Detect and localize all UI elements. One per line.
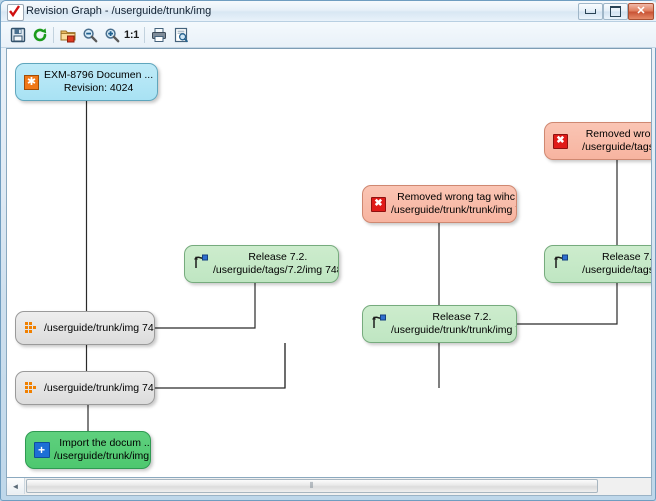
graph-node-label: /userguide/trunk/img 746 <box>44 381 155 395</box>
scrollbar-thumb[interactable]: ⦀ <box>26 479 598 493</box>
added-plus-icon: + <box>33 442 50 458</box>
graph-node-line2: /userguide/trunk/img 2 <box>54 450 151 462</box>
graph-node-line2: /userguide/tags/7.2/img 748 <box>213 264 339 276</box>
graph-node-label: Release 7.2./userguide/trunk/trunk/img 7… <box>391 311 516 337</box>
scrollbar-grip-icon: ⦀ <box>309 481 315 490</box>
close-icon: ✕ <box>636 5 646 17</box>
modified-star-icon: ✱ <box>24 74 39 90</box>
graph-node-line1: Release 7.2. <box>248 251 308 263</box>
graph-node-release-tags-748[interactable]: Release 7.2./userguide/tags/7.2/img 748 <box>184 245 339 283</box>
graph-node-line1: /userguide/trunk/img 747 <box>44 321 155 334</box>
zoom-in-button[interactable] <box>103 26 121 44</box>
save-button[interactable] <box>9 26 27 44</box>
scroll-left-arrow-icon[interactable]: ◄ <box>7 478 25 494</box>
modified-dots-icon <box>25 382 38 394</box>
close-button[interactable]: ✕ <box>628 3 654 20</box>
graph-node-line1: Removed wrong tru <box>585 128 651 140</box>
graph-node-release-trunk-747[interactable]: Release 7.2./userguide/trunk/trunk/img 7… <box>362 305 517 343</box>
graph-node-label: Import the docum .../userguide/trunk/img… <box>54 437 151 463</box>
maximize-icon <box>604 4 627 19</box>
refresh-button[interactable] <box>31 26 49 44</box>
graph-node-line1: /userguide/trunk/img 746 <box>44 381 155 394</box>
graph-node-deleted-tags-clipped[interactable]: ✖ Removed wrong tru/userguide/tags/7.2/tr <box>544 122 651 160</box>
graph-node-line2: /userguide/trunk/trunk/img 749 <box>391 204 516 216</box>
graph-node-line2: Revision: 4024 <box>63 82 134 94</box>
refresh-icon <box>33 28 47 42</box>
graph-node-line1: EXM-8796 Documen ... <box>44 69 154 81</box>
graph-node-label: EXM-8796 Documen ...Revision: 4024 <box>44 69 157 95</box>
zoom-reset-button[interactable]: 1:1 <box>124 29 139 41</box>
deleted-x-icon: ✖ <box>371 196 386 212</box>
minimize-icon <box>579 4 602 19</box>
deleted-x-icon: ✖ <box>553 133 568 149</box>
graph-node-line1: Removed wrong tag wihc ... <box>397 191 517 203</box>
toolbar: 1:1 <box>1 22 656 48</box>
graph-node-line2: /userguide/trunk/trunk/img 747 <box>391 324 516 336</box>
horizontal-scrollbar[interactable]: ◄ ⦀ <box>6 478 652 496</box>
modified-dots-icon <box>25 322 38 334</box>
filter-button[interactable] <box>59 26 77 44</box>
tortoisesvn-check-icon <box>7 4 24 21</box>
zoom-out-button[interactable] <box>81 26 99 44</box>
title-bar: Revision Graph - /userguide/trunk/img ✕ <box>1 1 656 22</box>
minimize-button[interactable] <box>578 3 603 20</box>
graph-node-label: /userguide/trunk/img 747 <box>44 321 155 335</box>
graph-node-head-revision[interactable]: ✱ EXM-8796 Documen ...Revision: 4024 <box>15 63 158 101</box>
folder-filter-icon <box>60 30 76 43</box>
print-button[interactable] <box>150 26 168 44</box>
graph-node-line2: /userguide/tags/7.2/tr <box>582 264 651 276</box>
print-preview-button[interactable] <box>172 26 190 44</box>
zoom-out-icon <box>83 28 98 43</box>
graph-node-release-tags-clipped[interactable]: Release 7.2./userguide/tags/7.2/tr <box>544 245 652 283</box>
graph-node-line2: /userguide/tags/7.2/tr <box>582 141 651 153</box>
toolbar-separator-1 <box>53 27 54 43</box>
zoom-in-icon <box>105 28 120 43</box>
graph-node-trunk-746[interactable]: /userguide/trunk/img 746 <box>15 371 155 405</box>
graph-node-label: Removed wrong tag wihc .../userguide/tru… <box>391 191 517 217</box>
tag-branch-icon <box>370 314 387 335</box>
graph-node-deleted-749[interactable]: ✖ Removed wrong tag wihc .../userguide/tr… <box>362 185 517 223</box>
graph-node-label: Release 7.2./userguide/tags/7.2/tr <box>573 251 652 277</box>
tag-branch-icon <box>192 254 209 275</box>
graph-node-line1: Release 7.2. <box>602 251 652 263</box>
graph-node-import-2[interactable]: +Import the docum .../userguide/trunk/im… <box>25 431 151 469</box>
graph-node-trunk-747[interactable]: /userguide/trunk/img 747 <box>15 311 155 345</box>
maximize-button[interactable] <box>603 3 628 20</box>
tag-branch-icon <box>552 254 569 275</box>
graph-node-line1: Import the docum ... <box>59 437 151 449</box>
graph-node-line1: Release 7.2. <box>432 311 492 323</box>
graph-edges <box>85 101 618 431</box>
floppy-disk-icon <box>10 27 26 43</box>
window-title: Revision Graph - /userguide/trunk/img <box>26 5 212 17</box>
graph-node-label: Release 7.2./userguide/tags/7.2/img 748 <box>213 251 339 277</box>
printer-icon <box>152 28 166 42</box>
print-preview-icon <box>174 27 188 43</box>
toolbar-separator-2 <box>144 27 145 43</box>
graph-node-label: Removed wrong tru/userguide/tags/7.2/tr <box>573 128 651 154</box>
